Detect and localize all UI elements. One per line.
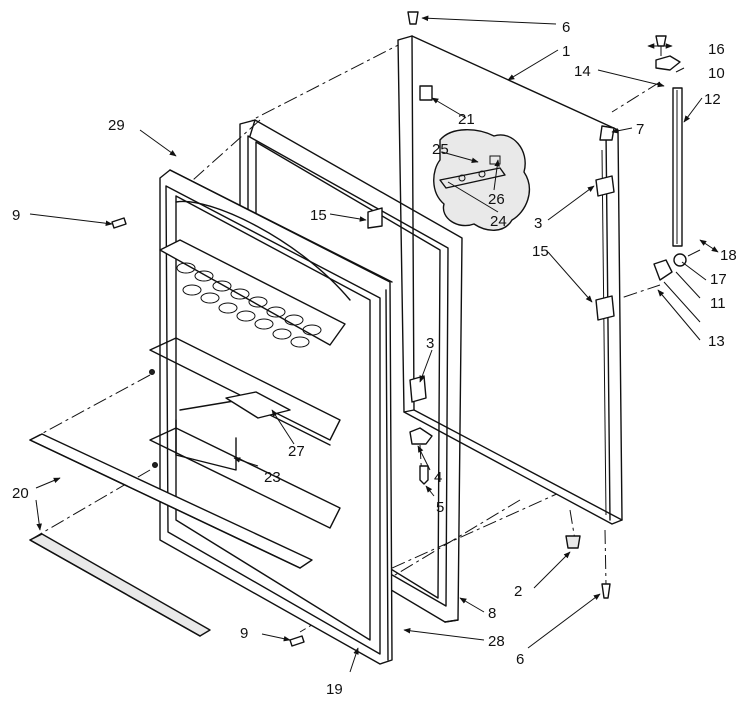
callout-11: 11 [710, 295, 726, 312]
callout-24: 24 [490, 213, 507, 230]
callout-21: 21 [458, 111, 475, 128]
callout-26: 26 [488, 191, 505, 208]
shelf-stud [419, 85, 433, 101]
callout-leaders [29, 15, 719, 673]
callout-27: 27 [288, 443, 305, 460]
callout-10: 10 [708, 65, 725, 82]
lower-hinge-bracket [653, 259, 673, 281]
side-screw-left [111, 217, 127, 229]
door-shelf-bars [29, 433, 313, 637]
callout-1: 1 [562, 43, 570, 60]
callout-16: 16 [708, 41, 725, 58]
upper-hinge-screw [655, 35, 667, 47]
door-bumper [565, 535, 581, 549]
callout-12: 12 [704, 91, 721, 108]
bottom-screw [601, 583, 611, 599]
callout-8: 8 [488, 605, 496, 622]
stud-clip [367, 207, 383, 229]
callout-23: 23 [264, 469, 281, 486]
hinge-hardware [111, 11, 701, 647]
door-stop [595, 175, 615, 197]
callout-19: 19 [326, 681, 343, 698]
egg-cups [176, 262, 322, 348]
hinge-bushing [599, 125, 615, 141]
hinge-pin [409, 427, 433, 445]
callout-6-top: 6 [562, 19, 570, 36]
callout-3-right: 3 [534, 215, 542, 232]
bottom-screw-left [289, 635, 305, 647]
callout-2: 2 [514, 583, 522, 600]
callout-28: 28 [488, 633, 505, 650]
callout-14: 14 [574, 63, 591, 80]
egg-tray [159, 239, 346, 346]
callout-13: 13 [708, 333, 725, 350]
outer-door-panel [397, 35, 623, 525]
callout-4: 4 [434, 469, 442, 486]
callout-29: 29 [108, 117, 125, 134]
callout-5: 5 [436, 499, 444, 516]
callout-15-right: 15 [532, 243, 549, 260]
callout-15-left: 15 [310, 207, 327, 224]
top-screw [407, 11, 419, 25]
callout-7: 7 [636, 121, 644, 138]
hinge-screw-lower [419, 465, 429, 485]
hinge-plate-left [409, 375, 427, 403]
callout-25: 25 [432, 141, 449, 158]
callout-9-lower: 9 [240, 625, 248, 642]
door-closer-cam [595, 295, 615, 321]
callout-labels: 1 6 14 16 10 12 7 21 29 25 26 24 9 15 3 … [12, 19, 737, 698]
callout-20: 20 [12, 485, 29, 502]
callout-6-bottom: 6 [516, 651, 524, 668]
upper-hinge-bracket [655, 55, 681, 71]
callout-3-left: 3 [426, 335, 434, 352]
inner-door-liner [149, 169, 393, 665]
callout-17: 17 [710, 271, 727, 288]
callout-9-upper: 9 [12, 207, 20, 224]
callout-18: 18 [720, 247, 737, 264]
